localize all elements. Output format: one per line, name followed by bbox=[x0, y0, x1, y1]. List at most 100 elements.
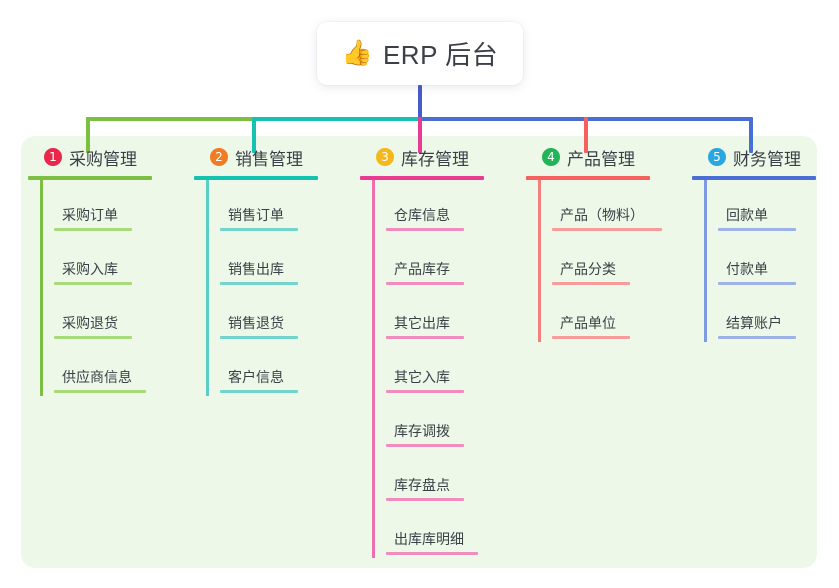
branch-column-sales: 2 销售管理 销售订单 销售出库 销售退货 客户信息 bbox=[194, 143, 344, 396]
list-item[interactable]: 付款单 bbox=[704, 234, 839, 288]
item-label: 销售退货 bbox=[228, 315, 284, 331]
bus-segment-green bbox=[86, 117, 256, 121]
item-label: 产品库存 bbox=[394, 261, 450, 277]
item-rule bbox=[552, 228, 662, 231]
root-node[interactable]: 👍 ERP 后台 bbox=[317, 22, 523, 85]
item-label: 产品分类 bbox=[560, 261, 616, 277]
branch-rule-inventory bbox=[360, 176, 484, 180]
branch-column-finance: 5 财务管理 回款单 付款单 结算账户 bbox=[692, 143, 839, 342]
branch-rule-finance bbox=[692, 176, 816, 180]
list-item[interactable]: 销售订单 bbox=[206, 180, 344, 234]
branch-header-purchase[interactable]: 1 采购管理 bbox=[28, 143, 178, 171]
branch-spine-finance bbox=[704, 180, 707, 342]
branches-panel bbox=[21, 136, 817, 568]
item-label: 采购退货 bbox=[62, 315, 118, 331]
item-label: 其它入库 bbox=[394, 369, 450, 385]
branch-badge-5: 5 bbox=[708, 148, 726, 166]
item-rule bbox=[54, 228, 132, 231]
branch-spine-product bbox=[538, 180, 541, 342]
list-item[interactable]: 其它出库 bbox=[372, 288, 510, 342]
item-rule bbox=[220, 336, 298, 339]
drop-connector-product bbox=[584, 117, 588, 153]
item-rule bbox=[718, 282, 796, 285]
item-label: 付款单 bbox=[726, 261, 768, 277]
item-rule bbox=[54, 390, 146, 393]
drop-connector-purchase bbox=[86, 117, 90, 153]
list-item[interactable]: 出库库明细 bbox=[372, 504, 510, 558]
list-item[interactable]: 回款单 bbox=[704, 180, 839, 234]
list-item[interactable]: 库存盘点 bbox=[372, 450, 510, 504]
list-item[interactable]: 产品（物料） bbox=[538, 180, 676, 234]
branch-items-product: 产品（物料） 产品分类 产品单位 bbox=[526, 180, 676, 342]
drop-connector-sales bbox=[252, 117, 256, 153]
list-item[interactable]: 结算账户 bbox=[704, 288, 839, 342]
item-label: 产品（物料） bbox=[560, 207, 644, 223]
branch-items-sales: 销售订单 销售出库 销售退货 客户信息 bbox=[194, 180, 344, 396]
list-item[interactable]: 产品单位 bbox=[538, 288, 676, 342]
branch-items-inventory: 仓库信息 产品库存 其它出库 其它入库 库存调拨 库存盘点 bbox=[360, 180, 510, 558]
list-item[interactable]: 仓库信息 bbox=[372, 180, 510, 234]
item-rule bbox=[386, 498, 464, 501]
drop-connector-inventory bbox=[418, 117, 422, 153]
item-label: 采购入库 bbox=[62, 261, 118, 277]
item-rule bbox=[220, 228, 298, 231]
item-rule bbox=[386, 336, 464, 339]
list-item[interactable]: 采购订单 bbox=[40, 180, 178, 234]
list-item[interactable]: 采购退货 bbox=[40, 288, 178, 342]
list-item[interactable]: 产品分类 bbox=[538, 234, 676, 288]
branch-rule-product bbox=[526, 176, 650, 180]
item-label: 采购订单 bbox=[62, 207, 118, 223]
root-title: ERP 后台 bbox=[382, 40, 499, 70]
branch-title-finance: 财务管理 bbox=[733, 149, 801, 169]
thumbs-up-icon: 👍 bbox=[341, 39, 373, 67]
item-label: 客户信息 bbox=[228, 369, 284, 385]
item-label: 库存调拨 bbox=[394, 423, 450, 439]
item-rule bbox=[386, 228, 464, 231]
branch-title-purchase: 采购管理 bbox=[69, 149, 137, 169]
item-label: 供应商信息 bbox=[62, 369, 132, 385]
item-label: 销售订单 bbox=[228, 207, 284, 223]
list-item[interactable]: 供应商信息 bbox=[40, 342, 178, 396]
branch-badge-4: 4 bbox=[542, 148, 560, 166]
list-item[interactable]: 库存调拨 bbox=[372, 396, 510, 450]
branch-badge-3: 3 bbox=[376, 148, 394, 166]
branch-header-inventory[interactable]: 3 库存管理 bbox=[360, 143, 510, 171]
drop-connector-finance bbox=[749, 117, 753, 153]
item-rule bbox=[386, 282, 464, 285]
branch-title-sales: 销售管理 bbox=[235, 149, 303, 169]
item-rule bbox=[54, 336, 132, 339]
item-label: 仓库信息 bbox=[394, 207, 450, 223]
item-rule bbox=[552, 336, 630, 339]
branch-badge-2: 2 bbox=[210, 148, 228, 166]
branch-header-sales[interactable]: 2 销售管理 bbox=[194, 143, 344, 171]
branch-title-product: 产品管理 bbox=[567, 149, 635, 169]
item-label: 销售出库 bbox=[228, 261, 284, 277]
list-item[interactable]: 采购入库 bbox=[40, 234, 178, 288]
list-item[interactable]: 销售退货 bbox=[206, 288, 344, 342]
item-label: 出库库明细 bbox=[394, 531, 464, 547]
branch-badge-1: 1 bbox=[44, 148, 62, 166]
branch-items-finance: 回款单 付款单 结算账户 bbox=[692, 180, 839, 342]
item-label: 产品单位 bbox=[560, 315, 616, 331]
item-rule bbox=[386, 444, 464, 447]
root-stem-connector bbox=[418, 85, 422, 119]
branch-header-product[interactable]: 4 产品管理 bbox=[526, 143, 676, 171]
item-rule bbox=[552, 282, 630, 285]
item-rule bbox=[386, 390, 464, 393]
branch-title-inventory: 库存管理 bbox=[401, 149, 469, 169]
branch-rule-sales bbox=[194, 176, 318, 180]
branch-header-finance[interactable]: 5 财务管理 bbox=[692, 143, 839, 171]
list-item[interactable]: 其它入库 bbox=[372, 342, 510, 396]
item-rule bbox=[718, 336, 796, 339]
branch-items-purchase: 采购订单 采购入库 采购退货 供应商信息 bbox=[28, 180, 178, 396]
item-rule bbox=[386, 552, 478, 555]
list-item[interactable]: 销售出库 bbox=[206, 234, 344, 288]
branch-spine-inventory bbox=[372, 180, 375, 558]
list-item[interactable]: 客户信息 bbox=[206, 342, 344, 396]
branch-column-inventory: 3 库存管理 仓库信息 产品库存 其它出库 其它入库 库存调拨 bbox=[360, 143, 510, 558]
item-label: 结算账户 bbox=[726, 315, 782, 331]
branch-spine-sales bbox=[206, 180, 209, 396]
item-rule bbox=[220, 282, 298, 285]
list-item[interactable]: 产品库存 bbox=[372, 234, 510, 288]
